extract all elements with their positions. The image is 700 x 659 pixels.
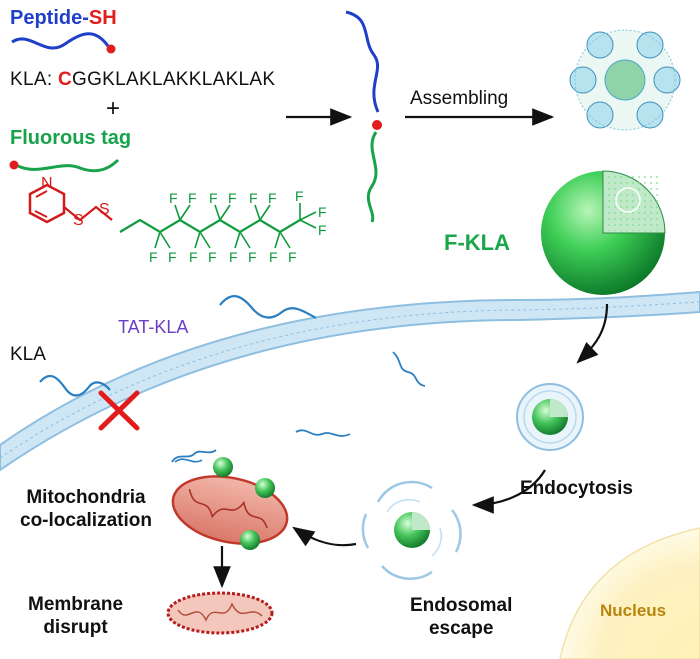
free-peptide-strand [171, 449, 217, 463]
kla-sequence-label: KLA: CGGKLAKLAKKLAKLAK [10, 70, 275, 89]
fluorine-atom-label: F [318, 204, 327, 220]
peptide-dash: - [82, 7, 89, 29]
plus-sign: + [106, 95, 121, 122]
fluorine-atom-label: F [188, 190, 197, 206]
arrow-to-endocytosis [576, 303, 609, 364]
fluorine-atom-label: F [295, 188, 304, 204]
tat-kla-chain [219, 295, 317, 319]
arrow-to-escape [471, 469, 546, 514]
kla-label: KLA [10, 344, 46, 365]
conjugate-peptide-chain [345, 10, 380, 113]
cell-membrane-inner-line [0, 301, 700, 459]
mitochondrion [171, 475, 289, 545]
sulfur-atom-label: S [99, 201, 110, 218]
peptide-sh-title: Peptide-SH [10, 8, 117, 28]
mito-label-line1: Mitochondria [26, 487, 146, 508]
pyridine-double-bond [34, 210, 48, 218]
cell-membrane [0, 290, 700, 472]
fluorous-tag-dot [9, 160, 19, 170]
endosome-vesicle [516, 383, 584, 451]
fluorine-bonds [154, 203, 317, 249]
fluorocarbon-backbone [119, 218, 301, 234]
f-kla-label: F-KLA [444, 230, 510, 255]
nucleus-label: Nucleus [600, 601, 667, 620]
fluorine-atom-label: F [169, 190, 178, 206]
conjugate-fluorous-chain [366, 131, 378, 223]
fluorous-tag-title: Fluorous tag [10, 127, 132, 149]
endosomal-label-line2: escape [428, 618, 494, 639]
fluorine-atom-label: F [249, 190, 258, 206]
fluorine-atom-label: F [248, 249, 257, 265]
pyridine-double-bond [35, 190, 48, 198]
mito-bound-nanoparticles [213, 457, 275, 550]
f-kla-cutaway-texture [605, 174, 661, 231]
fluorine-atom-label: F [228, 190, 237, 206]
peptide-chain [11, 32, 110, 50]
mito-peptide-strand [174, 458, 203, 463]
free-peptide-strand [295, 429, 351, 437]
assembling-label: Assembling [410, 88, 509, 109]
kla-chain [39, 374, 111, 397]
membrane-disrupt-label: Membrane disrupt [28, 595, 123, 637]
arrow-to-mitochondria [292, 526, 357, 547]
mito-colocalization-label: Mitochondria co-localization [20, 488, 152, 530]
escaping-endosome [361, 480, 462, 580]
endosomal-label-line1: Endosomal [410, 595, 513, 616]
fluorous-tag-chain [17, 158, 120, 173]
conjugate-linkage-dot [372, 120, 382, 130]
pyridine-ring [28, 183, 66, 224]
thiol-group-label: SH [88, 7, 117, 29]
endosomal-escape-label: Endosomal escape [410, 596, 512, 638]
membrane-label-line1: Membrane [28, 594, 124, 615]
membrane-label-line2: disrupt [43, 617, 108, 638]
fluorine-atom-label: F [229, 249, 238, 265]
fluorine-atom-label: F [318, 222, 327, 238]
fluorine-atom-label: F [288, 249, 297, 265]
kla-sequence-rest: GGKLAKLAKKLAKLAK [72, 69, 276, 90]
kla-sequence-prefix: KLA: [10, 69, 58, 90]
assembled-micelle-cluster [569, 29, 681, 131]
fluorine-atom-label: F [269, 249, 278, 265]
fluorine-atom-label: F [208, 249, 217, 265]
endocytosis-label: Endocytosis [520, 478, 633, 499]
tat-kla-label: TAT-KLA [118, 317, 189, 337]
disrupted-mitochondrion [166, 591, 274, 635]
kla-sequence-cysteine: C [57, 69, 73, 90]
mito-label-line2: co-localization [20, 510, 152, 531]
peptide-thiol-dot [106, 44, 116, 54]
sulfur-atom-label: S [73, 212, 84, 229]
fluorine-atom-label: F [189, 249, 198, 265]
fluorine-atom-label: F [209, 190, 218, 206]
nucleus-shape [559, 527, 700, 659]
f-kla-cutaway-highlight [615, 187, 641, 213]
nitrogen-atom-label: N [41, 175, 53, 192]
blocked-entry-cross [98, 390, 140, 431]
fluorine-atom-label: F [268, 190, 277, 206]
fluorine-atom-label: F [149, 249, 158, 265]
free-peptide-strand [392, 351, 426, 387]
disulfide-bond [63, 205, 113, 222]
fluorine-atom-label: F [168, 249, 177, 265]
peptide-word: Peptide [10, 7, 83, 29]
